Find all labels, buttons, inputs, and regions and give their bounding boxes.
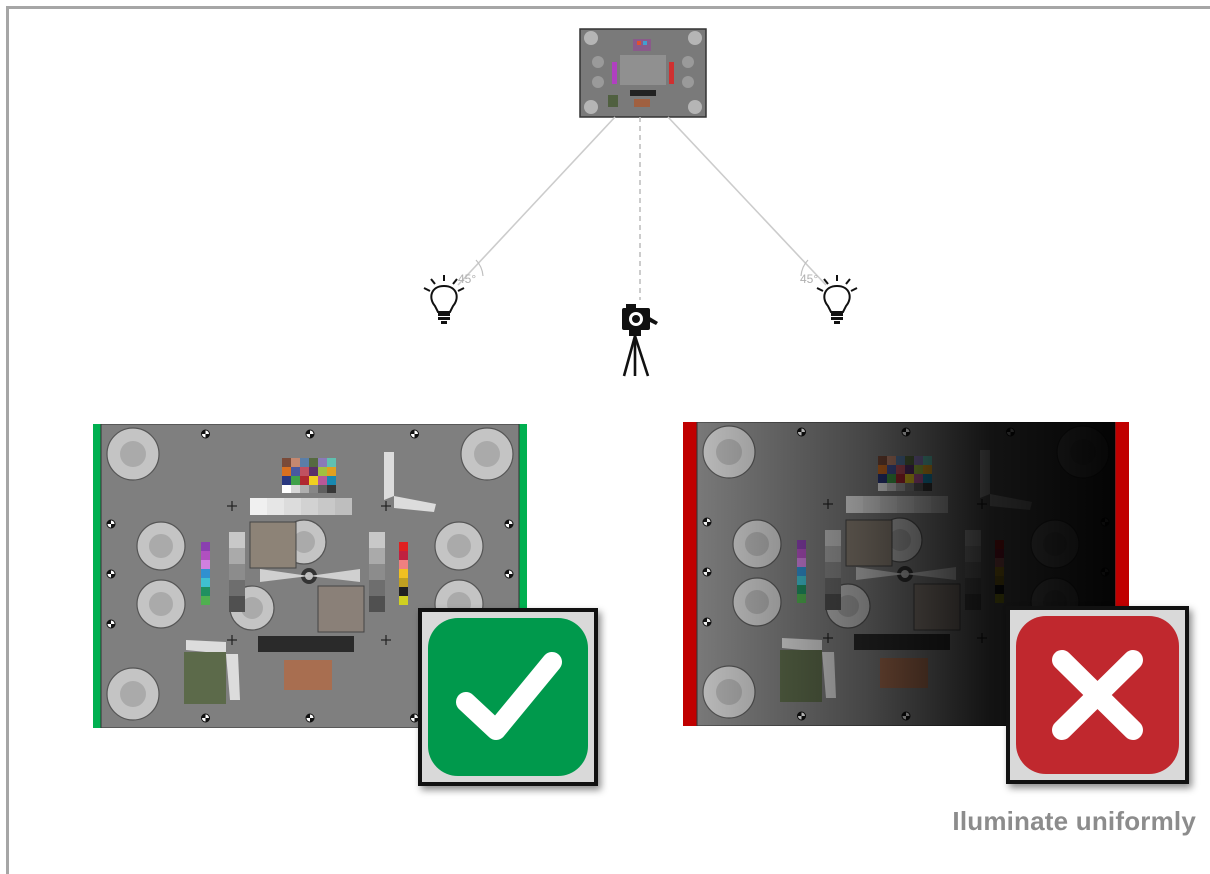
lightbulb-icon: [816, 275, 858, 324]
camera-on-tripod-icon: [622, 304, 658, 377]
cross-icon: [1052, 650, 1143, 740]
uniform-lighting-chart: [93, 424, 527, 728]
target-chart-small: [579, 28, 707, 118]
lightbulb-icon: [423, 275, 465, 324]
right-angle-label: 45°: [800, 272, 818, 286]
checkmark-icon: [456, 652, 562, 740]
correct-badge: [418, 608, 598, 786]
caption: Iluminate uniformly: [952, 806, 1196, 836]
left-angle-label: 45°: [458, 272, 476, 286]
incorrect-badge: [1006, 606, 1189, 784]
